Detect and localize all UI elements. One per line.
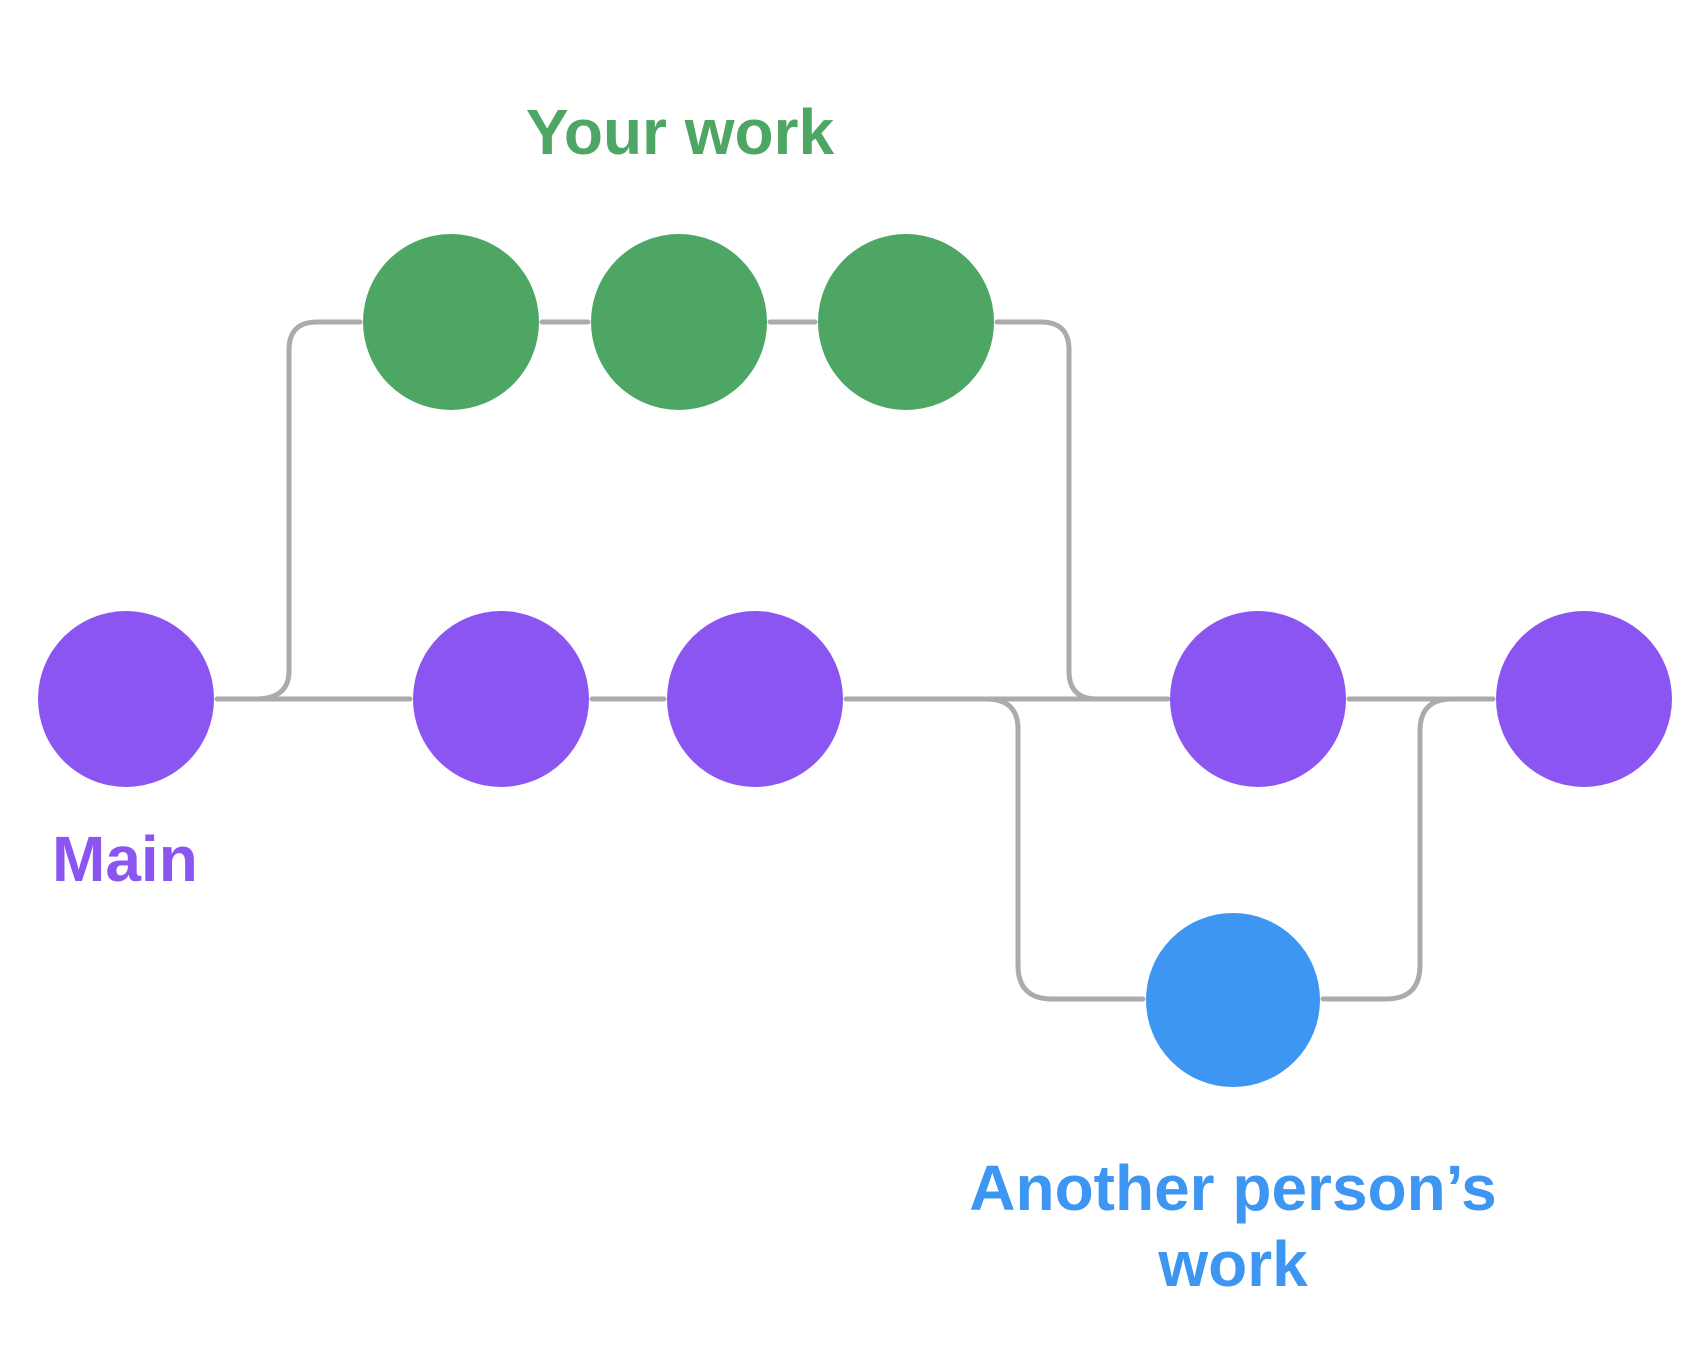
main-branch-label: Main (52, 823, 198, 895)
another-person-branch-label: Another person’s work (969, 1152, 1497, 1300)
commit-node-your-work-2 (591, 234, 767, 410)
commit-node-your-work-3 (818, 234, 994, 410)
commit-node-main-3 (667, 611, 843, 787)
commit-node-another-work-1 (1146, 913, 1320, 1087)
another-work-branch-line (983, 696, 1463, 1002)
your-work-branch-line (252, 319, 1107, 702)
your-work-branch-label: Your work (525, 96, 835, 168)
commit-node-main-5 (1496, 611, 1672, 787)
commit-node-main-1 (38, 611, 214, 787)
commit-node-main-2 (413, 611, 589, 787)
commit-node-main-4 (1170, 611, 1346, 787)
commit-node-your-work-1 (363, 234, 539, 410)
